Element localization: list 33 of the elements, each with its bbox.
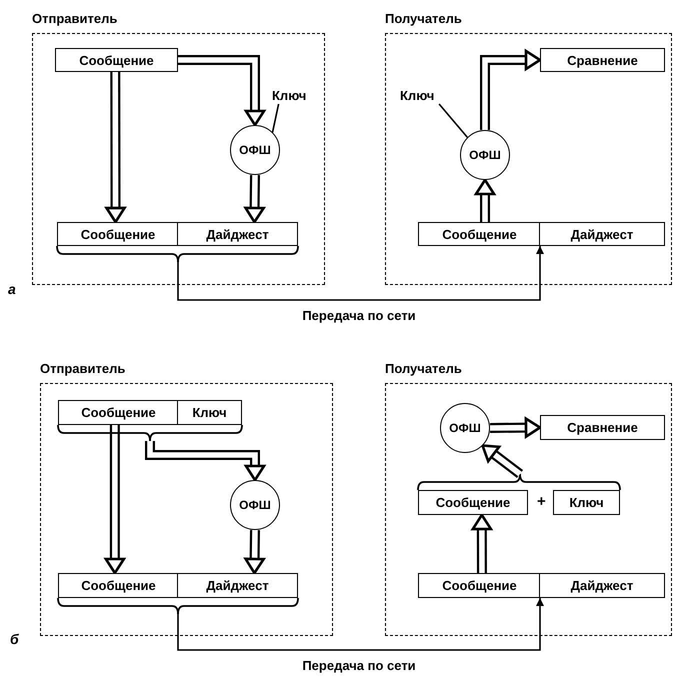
hollow-arrow <box>470 512 494 574</box>
group-heading: Получатель <box>385 11 462 26</box>
panel-letter: б <box>10 631 19 647</box>
function-circle: ОФШ <box>460 130 510 180</box>
process-box: Сообщение <box>55 48 178 72</box>
callout-label: Ключ <box>272 88 316 104</box>
hollow-arrow <box>480 48 542 130</box>
hollow-arrow <box>178 55 266 128</box>
process-box: Дайджест <box>539 573 665 598</box>
group-heading: Отправитель <box>40 361 126 376</box>
hollow-arrow <box>243 174 266 224</box>
hollow-arrow <box>103 425 126 576</box>
hollow-arrow <box>490 416 542 440</box>
group-heading: Отправитель <box>32 11 118 26</box>
panel-letter: а <box>8 281 16 297</box>
process-box: Дайджест <box>539 222 665 246</box>
hollow-arrow <box>243 530 266 576</box>
hollow-arrow <box>104 72 127 224</box>
callout-label: Ключ <box>400 88 446 104</box>
process-box: Ключ <box>177 400 242 425</box>
function-circle: ОФШ <box>440 403 490 453</box>
group-heading: Получатель <box>385 361 462 376</box>
leader-line <box>438 103 468 138</box>
process-box: Сообщение <box>418 573 541 598</box>
plus-sign: + <box>537 493 546 510</box>
process-box: Сообщение <box>418 222 541 246</box>
leader-line <box>272 104 280 133</box>
function-circle: ОФШ <box>230 480 280 530</box>
hollow-arrow <box>474 178 496 222</box>
function-circle: ОФШ <box>230 125 280 175</box>
braced-hollow-arrow <box>57 424 266 482</box>
process-box: Сообщение <box>58 400 179 425</box>
process-box: Ключ <box>553 490 620 515</box>
